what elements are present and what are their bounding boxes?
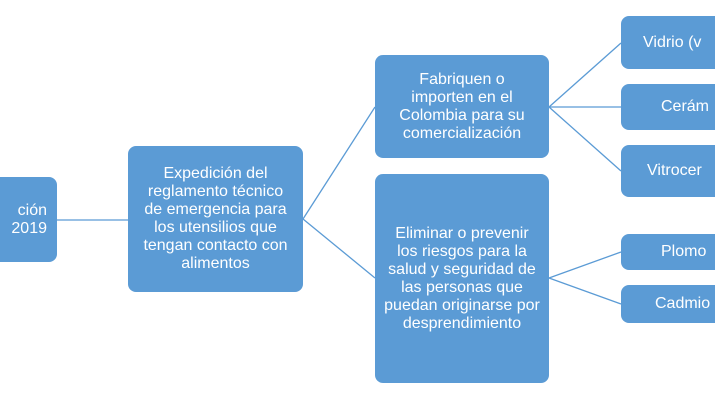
connector-fabriquen-vidrio — [548, 42, 622, 108]
level1-node: Expedición del reglamento técnico de eme… — [128, 146, 303, 292]
connector-level1-eliminar — [302, 218, 376, 279]
level1-node-label: Expedición del reglamento técnico de eme… — [143, 165, 288, 272]
connector-fabriquen-vitroceramica — [548, 106, 622, 172]
vidrio-node-label: Vidrio (v — [643, 33, 702, 51]
ceramica-node: Cerám — [621, 84, 715, 130]
fabriquen-node-label: Fabriquen o importen en el Colombia para… — [399, 70, 525, 142]
connector-eliminar-plomo — [548, 251, 622, 279]
root-node-line-1: ción — [17, 201, 47, 219]
eliminar-node: Eliminar o prevenir los riesgos para la … — [375, 174, 549, 383]
vitroceramica-node-label: Vitrocer — [647, 162, 702, 179]
ceramica-node-label: Cerám — [661, 98, 710, 115]
root-node: ción 2019 — [0, 177, 57, 262]
plomo-node-label: Plomo — [661, 243, 707, 260]
vitroceramica-node: Vitrocer — [621, 145, 715, 197]
eliminar-node-label: Eliminar o prevenir los riesgos para la … — [384, 224, 540, 332]
cadmio-node-label: Cadmio — [655, 295, 711, 312]
fabriquen-node: Fabriquen o importen en el Colombia para… — [375, 55, 549, 158]
plomo-node: Plomo — [621, 234, 715, 270]
root-node-line-2: 2019 — [11, 219, 47, 237]
connector-eliminar-cadmio — [548, 277, 622, 305]
cadmio-node: Cadmio — [621, 285, 715, 323]
connector-level1-fabriquen — [302, 106, 376, 220]
vidrio-node: Vidrio (v — [621, 16, 715, 69]
